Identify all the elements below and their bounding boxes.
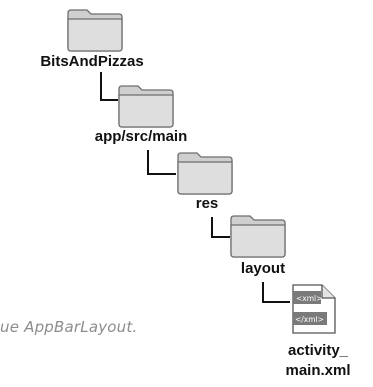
folder-icon[interactable] [65, 4, 125, 54]
folder-label-app-src-main[interactable]: app/src/main [94, 128, 188, 145]
connector-app-to-res [147, 150, 176, 175]
xml-close-tag: </xml> [295, 315, 324, 324]
folder-icon[interactable] [116, 80, 176, 130]
connector-res-to-layout [211, 217, 230, 238]
folder-label-res[interactable]: res [195, 195, 219, 212]
xml-open-tag: <xml> [296, 294, 322, 303]
file-label-line1[interactable]: activity_ [287, 342, 349, 359]
folder-icon[interactable] [228, 210, 288, 260]
folder-icon[interactable] [175, 147, 235, 197]
connector-root-to-app [100, 72, 118, 101]
xml-close-badge [293, 312, 327, 325]
connector-layout-to-file [262, 282, 290, 303]
xml-open-badge [293, 291, 321, 304]
folder-label-bitsandpizzas[interactable]: BitsAndPizzas [40, 53, 144, 70]
folder-label-layout[interactable]: layout [240, 260, 286, 277]
annotation-note: ue AppBarLayout. [0, 318, 138, 336]
xml-file-icon[interactable]: <xml> </xml> [290, 282, 338, 336]
file-label-line2[interactable]: main.xml [285, 362, 351, 379]
